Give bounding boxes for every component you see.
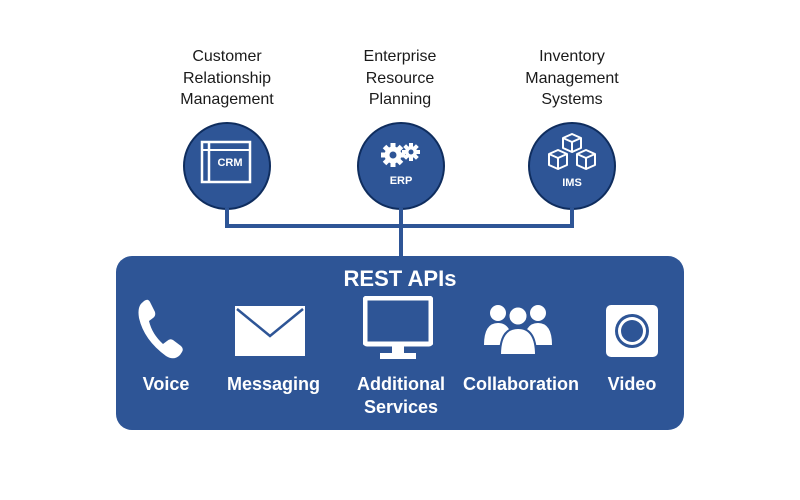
ims-connector (570, 208, 574, 228)
service-voice-label: Voice (142, 374, 190, 394)
ims-label: Inventory Management Systems (525, 48, 619, 108)
service-additional-label: Additional Services (357, 374, 445, 417)
envelope-icon (235, 306, 305, 356)
crm-window-icon (200, 140, 252, 184)
monitor-icon (363, 296, 433, 359)
people-icon (484, 305, 552, 356)
phone-icon (138, 299, 183, 359)
video-camera-icon (606, 305, 658, 357)
ims-abbr: IMS (562, 177, 582, 189)
panel-title: REST APIs (343, 266, 457, 291)
crm-abbr: CRM (217, 157, 243, 169)
boxes-icon (548, 133, 596, 170)
gears-icon (381, 143, 420, 167)
erp-connector (399, 208, 403, 258)
crm-node: CRM (183, 122, 271, 210)
ims-node: IMS (528, 122, 616, 210)
service-messaging-label: Messaging (226, 374, 321, 394)
erp-node: ERP (357, 122, 445, 210)
service-video-label: Video (607, 374, 657, 394)
erp-abbr: ERP (389, 175, 413, 187)
service-collaboration-label: Collaboration (463, 374, 579, 394)
crm-label: Customer Relationship Management (180, 48, 274, 108)
rest-api-panel: REST APIs Voice Messaging Additional Ser… (116, 256, 684, 430)
crm-connector (225, 208, 229, 228)
erp-label: Enterprise Resource Planning (363, 48, 437, 108)
horizontal-connector (225, 224, 574, 228)
